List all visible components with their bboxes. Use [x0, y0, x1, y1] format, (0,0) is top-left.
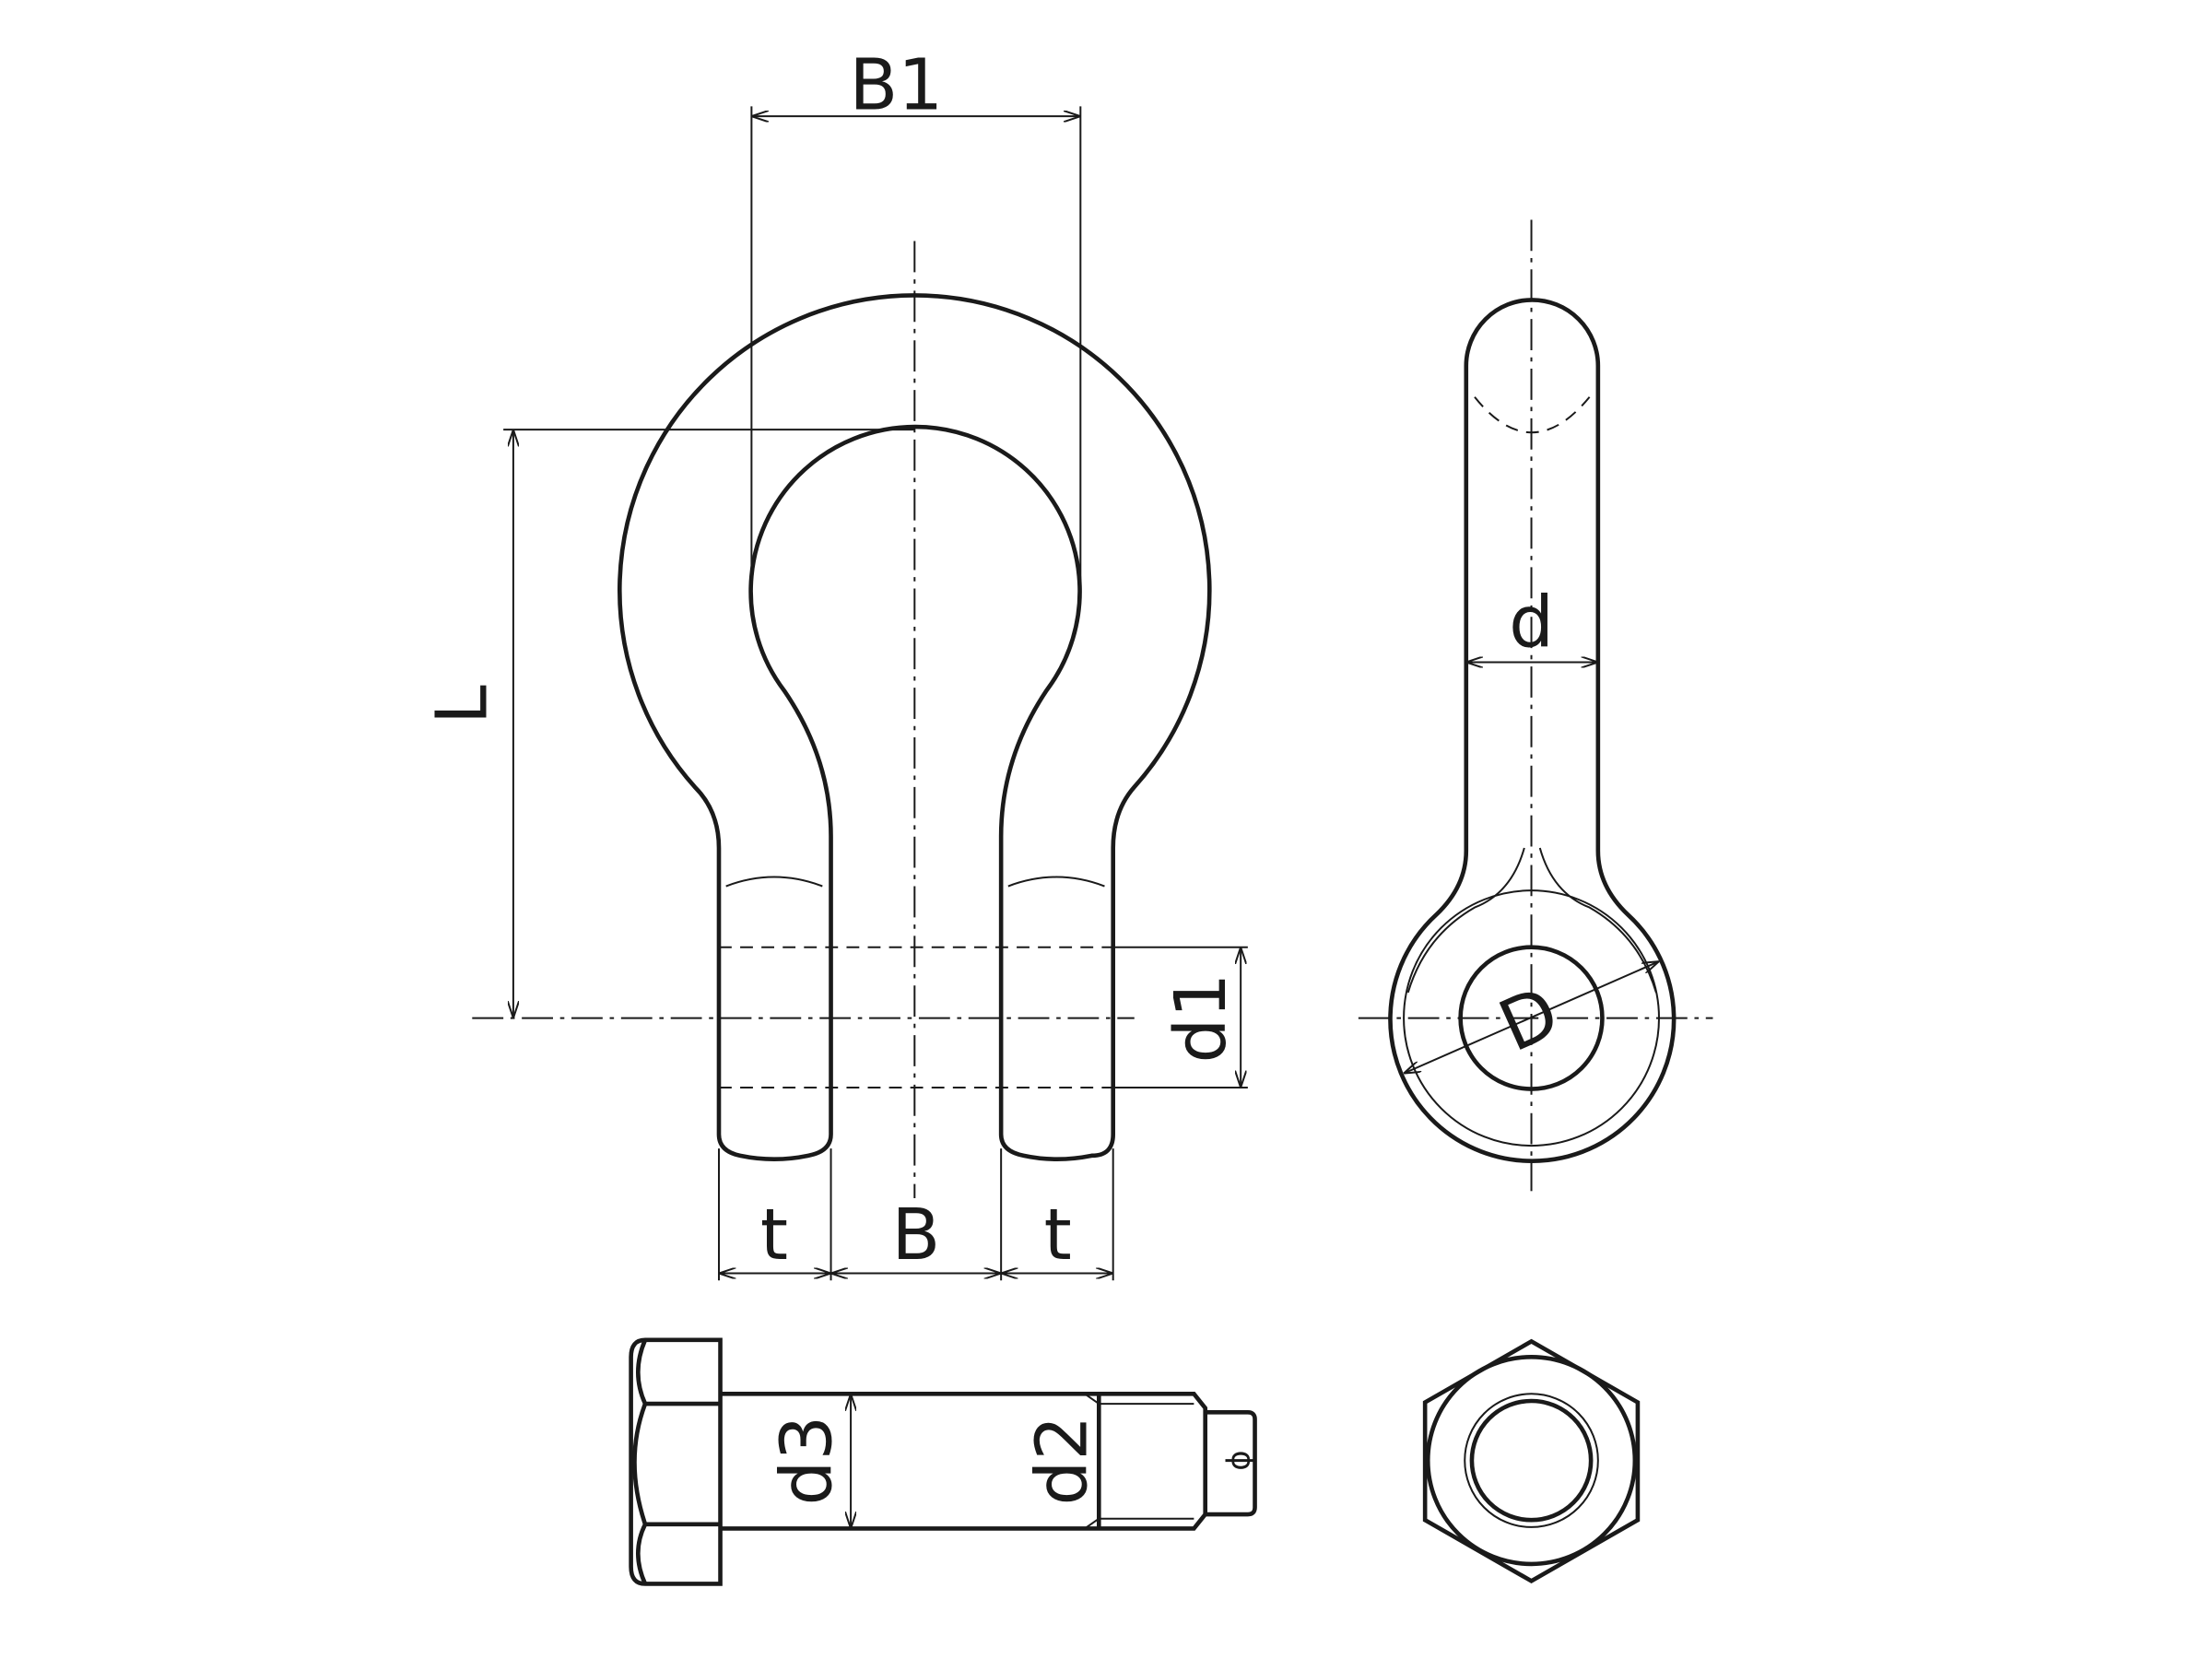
side-outline [1388, 298, 1677, 1163]
nut-hexagon [1422, 1338, 1641, 1584]
d1-label: d1 [1160, 973, 1242, 1064]
bolt-tip [1205, 1410, 1257, 1517]
bolt-head [629, 1337, 723, 1586]
leg-curve-left [725, 876, 823, 888]
leg-curve-right [1007, 876, 1105, 888]
b1-label: B1 [849, 44, 943, 126]
bolt-view: d3 d2 ϕ [629, 1337, 1257, 1586]
b-label: B [891, 1194, 940, 1277]
d-label: d [1509, 582, 1554, 665]
l-label: L [422, 685, 504, 724]
nut-bore [1469, 1398, 1594, 1523]
side-view: d D [1358, 219, 1713, 1192]
d2-label: d2 [1021, 1416, 1103, 1506]
pin-symbol: ϕ [1220, 1450, 1256, 1470]
d3-label: d3 [767, 1416, 849, 1506]
d-diameter-dimension-line [1404, 961, 1659, 1074]
bolt-shaft [720, 1392, 1207, 1531]
nut-view [1422, 1338, 1641, 1584]
front-view: B1 L t B t d1 [422, 44, 1248, 1281]
big-d-label: D [1488, 971, 1571, 1068]
t-right-label: t [1044, 1194, 1072, 1277]
shackle-bow-outline [618, 293, 1212, 1161]
t-left-label: t [760, 1194, 788, 1277]
